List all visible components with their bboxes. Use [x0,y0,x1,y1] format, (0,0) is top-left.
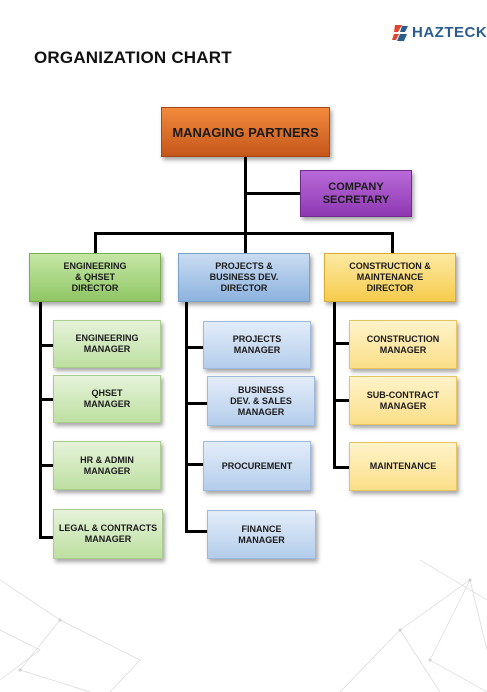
projects-director-box: PROJECTS & BUSINESS DEV. DIRECTOR [178,253,310,302]
hr-admin-manager-line-2: MANAGER [83,465,131,476]
engineering-manager-line-1: ENGINEERING [75,333,139,343]
construction-manager-box: CONSTRUCTION MANAGER [349,320,457,369]
procurement-box: PROCUREMENT [203,441,311,491]
construction-director-line-2: MAINTENANCE [356,272,424,282]
page-title: ORGANIZATION CHART [34,48,232,67]
finance-manager-box: FINANCE MANAGER [207,510,316,559]
construction-director-box: CONSTRUCTION & MAINTENANCE DIRECTOR [324,253,456,302]
qhset-manager-box: QHSET MANAGER [53,375,161,423]
company-secretary-box: COMPANY SECRETARY [300,170,412,217]
managing-partners-label: MANAGING PARTNERS [172,124,319,140]
engineering-manager-line-2: MANAGER [83,344,131,354]
legal-contracts-manager-line-1: LEGAL & CONTRACTS [58,523,158,533]
legal-contracts-manager-line-2: MANAGER [84,534,132,544]
business-dev-sales-manager-line-1: BUSINESS [237,384,284,395]
procurement-label: PROCUREMENT [221,460,293,471]
engineering-director-line-1: ENGINEERING [63,261,127,271]
construction-director-line-3: DIRECTOR [366,283,414,293]
engineering-manager-box: ENGINEERING MANAGER [53,320,161,368]
managing-partners-box: MANAGING PARTNERS [161,107,330,157]
engineering-director-line-3: DIRECTOR [71,283,119,293]
projects-director-line-1: PROJECTS & [215,261,273,271]
construction-manager-line-2: MANAGER [379,344,427,355]
projects-manager-line-2: MANAGER [233,345,281,355]
sub-contract-manager-line-2: MANAGER [379,400,427,411]
projects-manager-line-1: PROJECTS [232,334,282,344]
company-secretary-label-1: COMPANY [328,180,384,193]
finance-manager-line-1: FINANCE [241,523,282,534]
engineering-director-box: ENGINEERING & QHSET DIRECTOR [29,253,161,302]
logo-icon [392,25,408,41]
finance-manager-line-2: MANAGER [238,534,285,545]
projects-director-line-3: DIRECTOR [220,283,268,293]
maintenance-label: MAINTENANCE [369,461,437,471]
qhset-manager-line-2: MANAGER [83,399,131,409]
business-dev-sales-manager-line-3: MANAGER [237,406,285,417]
qhset-manager-line-1: QHSET [91,388,123,398]
construction-director-line-1: CONSTRUCTION & [349,261,431,271]
business-dev-sales-manager-line-2: DEV. & SALES [230,395,292,406]
network-decoration [0,560,487,692]
company-logo: HAZTECK [392,22,487,44]
logo-text: HAZTECK [412,24,487,41]
company-secretary-label-2: SECRETARY [322,193,390,206]
engineering-director-line-2: & QHSET [74,272,115,282]
hr-admin-manager-box: HR & ADMIN MANAGER [53,441,161,490]
projects-director-line-2: BUSINESS DEV. [209,272,279,282]
maintenance-box: MAINTENANCE [349,442,457,491]
business-dev-sales-manager-box: BUSINESS DEV. & SALES MANAGER [207,376,315,426]
projects-manager-box: PROJECTS MANAGER [203,321,311,369]
sub-contract-manager-box: SUB-CONTRACT MANAGER [349,376,457,425]
legal-contracts-manager-box: LEGAL & CONTRACTS MANAGER [53,509,163,559]
hr-admin-manager-line-1: HR & ADMIN [80,454,134,465]
construction-manager-line-1: CONSTRUCTION [366,333,440,344]
sub-contract-manager-line-1: SUB-CONTRACT [366,389,440,400]
